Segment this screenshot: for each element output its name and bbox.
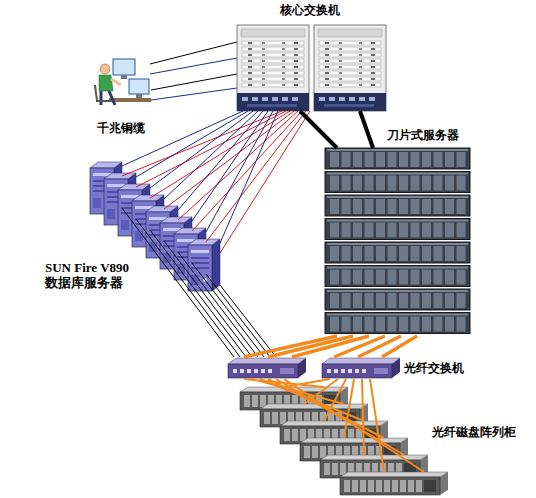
core-switch-chassis [314,25,386,111]
fiber-cable [122,208,276,357]
cable-label: 千兆铜缆 [97,121,145,136]
fiber-switch-pair: 光纤交换机 [226,357,402,379]
copper-cable-pair [122,111,310,253]
workstation-cables [150,42,237,100]
uplink-trunk [300,111,373,148]
node-label: 刀片式服务器 [387,128,459,143]
blade-server-rack: 刀片式服务器 [325,148,470,336]
database-server-group: SUN Fire V890 数据库服务器 [85,160,220,292]
core-switch-chassis [237,25,309,111]
node-label: 核心交换机 [280,3,340,18]
core-switch: 核心交换机 [237,23,386,111]
blade-rack [325,148,470,334]
fiber-cable [244,336,417,357]
node-label: 光纤交换机 [404,361,464,376]
node-label: 光纤磁盘阵列柜 [432,425,516,440]
disk-array-stack: 光纤磁盘阵列柜 [232,387,450,495]
fiber-cable [244,379,424,472]
node-label: SUN Fire V890 数据库服务器 [45,260,145,290]
fiber-switches [228,358,400,378]
workstation-icon [95,59,151,105]
label-anchor: 千兆铜缆 [97,121,145,136]
copper-cable [122,111,278,243]
